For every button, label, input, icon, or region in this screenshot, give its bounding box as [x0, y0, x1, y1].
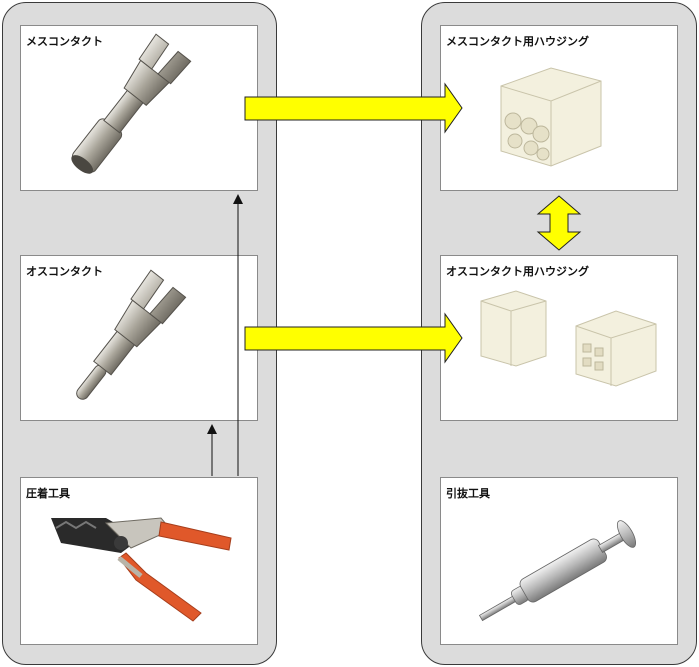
- arrow-female-to-housing: [244, 82, 463, 134]
- card-label-crimp-tool: 圧着工具: [26, 487, 70, 500]
- card-label-female-contact: メスコンタクト: [26, 35, 103, 48]
- card-female-housing: メスコンタクト用ハウジング: [440, 25, 678, 191]
- card-male-contact: オスコンタクト: [20, 255, 258, 421]
- arrow-crimp-to-male-head: [207, 424, 217, 434]
- female-contact-pin-icon: [71, 33, 192, 174]
- card-label-male-housing: オスコンタクト用ハウジング: [446, 265, 589, 278]
- arrow-male-to-housing: [244, 312, 463, 364]
- card-crimp-tool: 圧着工具: [20, 477, 258, 645]
- male-housing-connector-icon: [480, 290, 657, 387]
- male-contact-pin-icon: [76, 269, 187, 400]
- card-label-extraction-tool: 引抜工具: [446, 487, 490, 500]
- card-male-housing: オスコンタクト用ハウジング: [440, 255, 678, 421]
- female-housing-connector-icon: [500, 67, 602, 167]
- card-female-contact: メスコンタクト: [20, 25, 258, 191]
- card-label-male-contact: オスコンタクト: [26, 265, 103, 278]
- arrow-housing-mate: [536, 195, 582, 251]
- extraction-tool-icon: [478, 520, 637, 622]
- card-label-female-housing: メスコンタクト用ハウジング: [446, 35, 589, 48]
- arrow-crimp-to-female-head: [233, 194, 243, 204]
- card-extraction-tool: 引抜工具: [440, 477, 678, 645]
- crimping-pliers-icon: [51, 517, 232, 622]
